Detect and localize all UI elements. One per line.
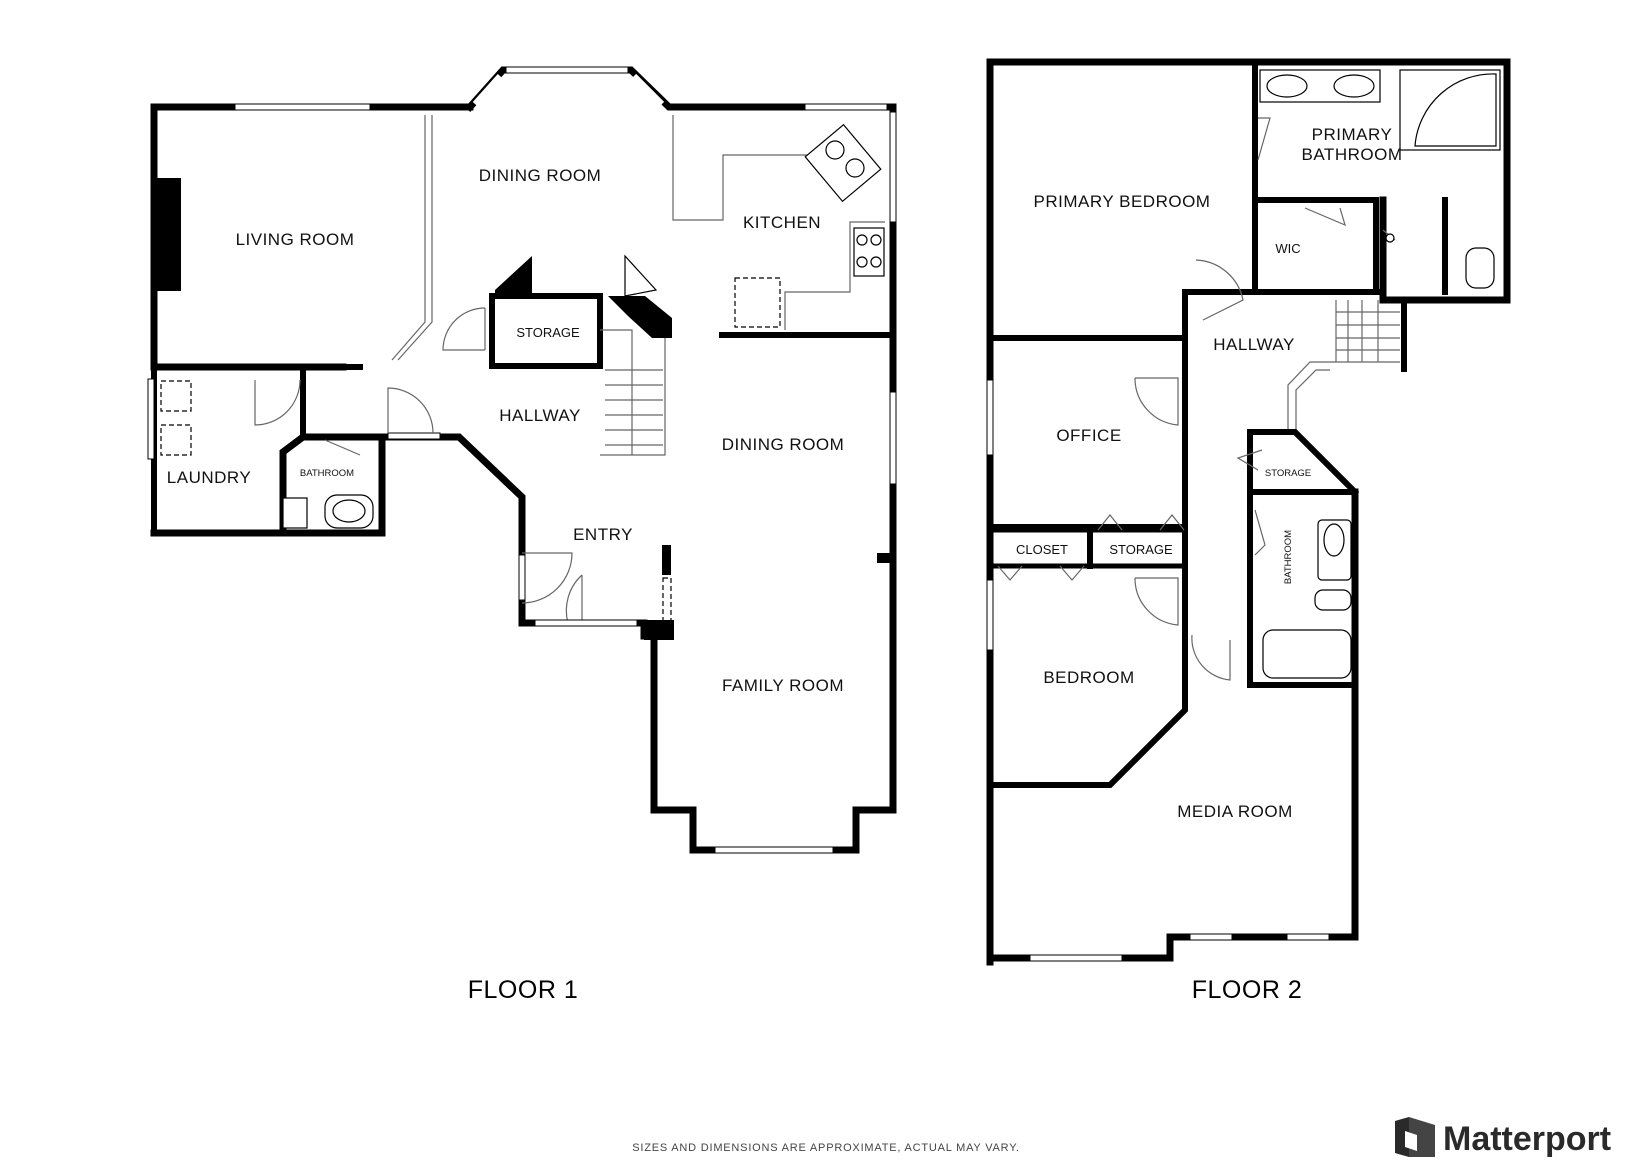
kitchen-label: KITCHEN [743, 213, 821, 232]
floor-2-title: FLOOR 2 [1192, 976, 1302, 1004]
floor-1-plan [147, 66, 897, 854]
living-room-label: LIVING ROOM [236, 230, 355, 249]
hallway-label: HALLWAY [499, 406, 581, 425]
storage-small-label: STORAGE [1265, 468, 1311, 479]
bathroom-2-label: BATHROOM [1283, 530, 1294, 584]
media-room-label: MEDIA ROOM [1177, 802, 1293, 821]
primary-bathroom-label-line1: PRIMARY [1312, 125, 1393, 144]
floor-2-plan [986, 58, 1511, 966]
family-room-label: FAMILY ROOM [722, 676, 844, 695]
floor-1-title: FLOOR 1 [468, 976, 578, 1004]
bedroom-label: BEDROOM [1043, 668, 1134, 687]
office-label: OFFICE [1056, 426, 1121, 445]
brand-name: Matterport [1443, 1120, 1611, 1158]
closet-label: CLOSET [1016, 542, 1068, 557]
dining-room-top-label: DINING ROOM [479, 166, 602, 185]
storage-label: STORAGE [516, 325, 580, 340]
dining-room-label: DINING ROOM [722, 435, 845, 454]
laundry-label: LAUNDRY [167, 468, 251, 487]
primary-bathroom-label-line2: BATHROOM [1302, 145, 1403, 164]
entry-label: ENTRY [573, 525, 633, 544]
primary-bedroom-label: PRIMARY BEDROOM [1034, 192, 1211, 211]
bathroom-label: BATHROOM [300, 468, 354, 479]
storage-2-label: STORAGE [1109, 542, 1173, 557]
disclaimer-text: SIZES AND DIMENSIONS ARE APPROXIMATE, AC… [632, 1142, 1020, 1154]
hallway-2-label: HALLWAY [1213, 335, 1295, 354]
matterport-logo-icon [1395, 1117, 1435, 1157]
wic-label: WIC [1275, 241, 1300, 256]
